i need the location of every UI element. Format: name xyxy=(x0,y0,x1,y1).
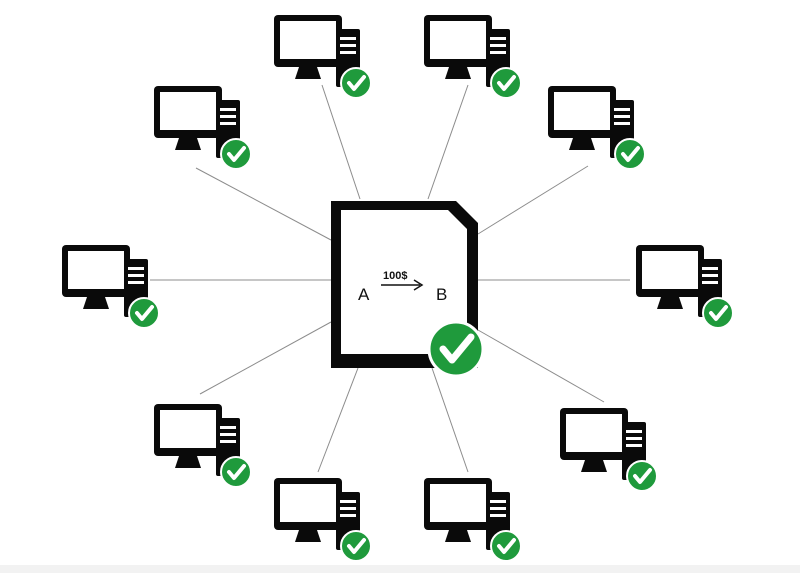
network-node xyxy=(154,86,253,171)
check-circle-icon xyxy=(339,529,373,563)
network-node xyxy=(560,408,659,493)
network-node xyxy=(62,245,161,330)
check-circle-icon xyxy=(339,66,373,100)
check-circle-icon xyxy=(127,296,161,330)
receiver-label: B xyxy=(436,285,447,304)
check-circle-icon xyxy=(489,529,523,563)
document-check-icon xyxy=(427,320,485,378)
network-node xyxy=(548,86,647,171)
sender-label: A xyxy=(358,285,370,304)
network-edge xyxy=(427,84,469,200)
check-circle-icon xyxy=(489,66,523,100)
transaction-document: A 100$ B xyxy=(331,201,485,378)
bottom-bar xyxy=(0,565,800,573)
network-edge xyxy=(477,165,589,235)
network-node xyxy=(274,478,373,563)
network-node xyxy=(424,478,523,563)
network-edge xyxy=(321,84,361,200)
transfer-arrow-icon xyxy=(381,279,424,291)
network-edge xyxy=(317,367,359,473)
amount-label: 100$ xyxy=(383,270,407,282)
network-node xyxy=(424,15,523,100)
check-circle-icon xyxy=(219,455,253,489)
check-circle-icon xyxy=(701,296,735,330)
network-edge xyxy=(199,321,332,395)
check-circle-icon xyxy=(219,137,253,171)
network-node xyxy=(636,245,735,330)
network-edge xyxy=(195,167,332,241)
network-edge xyxy=(477,329,605,403)
network-edges xyxy=(150,84,630,473)
check-circle-icon xyxy=(625,459,659,493)
check-circle-icon xyxy=(613,137,647,171)
network-node xyxy=(154,404,253,489)
network-edge xyxy=(431,367,469,473)
